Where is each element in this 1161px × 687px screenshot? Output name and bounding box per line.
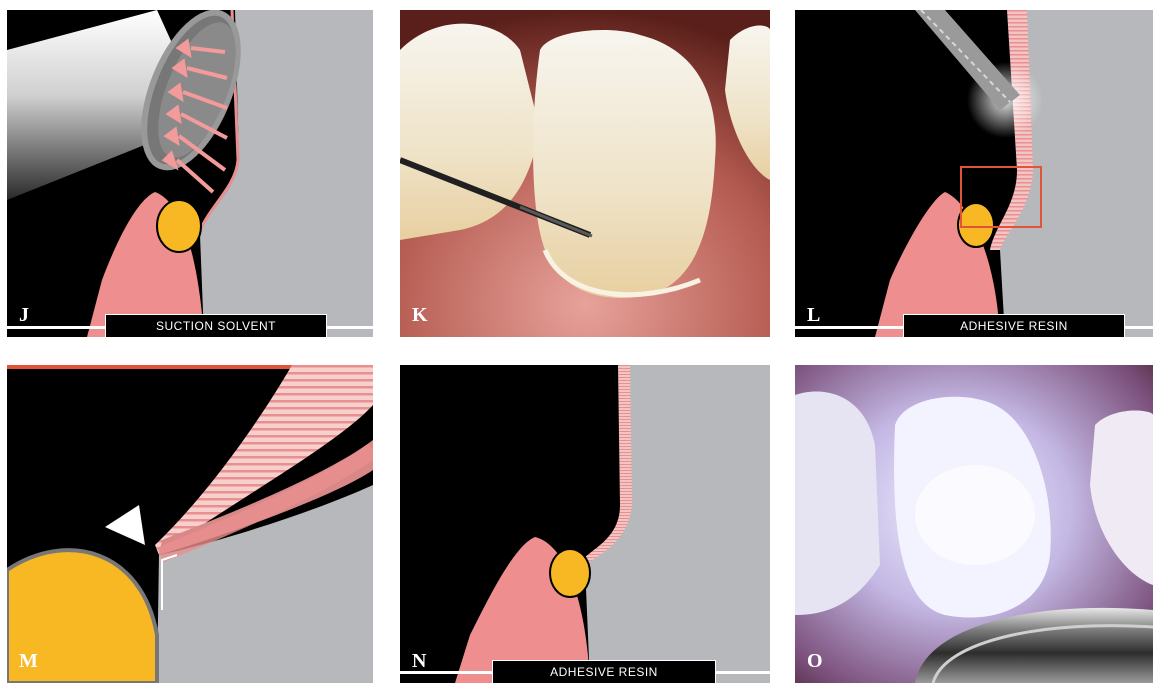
panel-m: M [7, 365, 373, 683]
left-tooth [795, 392, 880, 615]
panel-label-o: O [807, 650, 823, 673]
ball [157, 200, 201, 252]
panel-o: O [795, 365, 1153, 683]
caption-adhesive-resin-l: ADHESIVE RESIN [903, 314, 1125, 337]
tooth-photo-curing-light [795, 365, 1153, 683]
suction-solvent-diagram [7, 10, 373, 337]
panel-l: L ADHESIVE RESIN [795, 10, 1153, 337]
center-tooth [533, 30, 716, 298]
panel-label-j: J [19, 304, 29, 327]
panel-label-k: K [412, 304, 428, 327]
panel-label-l: L [807, 304, 820, 327]
ball [958, 203, 994, 247]
panel-j: J SUCTION SOLVENT [7, 10, 373, 337]
adhesive-resin-diagram-l [795, 10, 1153, 337]
panel-k: K [400, 10, 770, 337]
caption-suction-solvent: SUCTION SOLVENT [105, 314, 327, 337]
adhesive-resin-diagram-n [400, 365, 770, 683]
detail-diagram-m [7, 365, 373, 683]
panel-label-n: N [412, 650, 426, 673]
ball [550, 549, 590, 597]
caption-adhesive-resin-n: ADHESIVE RESIN [492, 660, 716, 683]
panel-n: N ADHESIVE RESIN [400, 365, 770, 683]
tooth-photo-probe [400, 10, 770, 337]
panel-label-m: M [19, 650, 38, 673]
